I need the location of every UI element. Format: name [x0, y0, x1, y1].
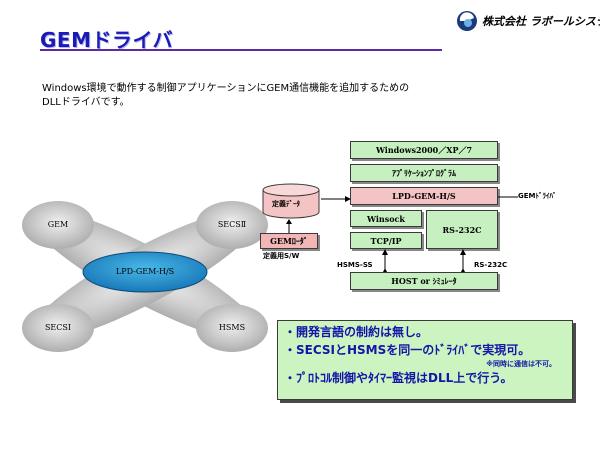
- node-top-right: [196, 201, 268, 249]
- note-line-3: ・ﾌﾟﾛﾄｺﾙ制御やﾀｲﾏｰ監視はDLL上で行う。: [284, 371, 513, 385]
- company-name: 株式会社 ラボールシステム: [482, 15, 600, 28]
- x-diagram-shapes: [22, 201, 268, 352]
- node-top-left: [22, 201, 94, 249]
- winsock-box: Winsock: [350, 210, 422, 227]
- label-secs2: SECSⅡ: [217, 220, 247, 229]
- company-logo-icon: [457, 11, 477, 31]
- note-sub: ※同時に通信は不可。: [486, 360, 556, 368]
- label-center: LPD-GEM-H/S: [115, 267, 175, 276]
- hsms-ss-link-label: HSMS-SS: [337, 261, 373, 269]
- loader-to-data-arrow: [286, 219, 292, 233]
- driver-pointer-line: [498, 196, 518, 198]
- title-underline: [40, 49, 442, 51]
- note-line-1: ・開発言語の制約は無し。: [284, 325, 429, 339]
- description: Windows環境で動作する制御アプリケーションにGEM通信機能を追加するための…: [42, 82, 562, 110]
- gem-driver-box: LPD-GEM-H/S: [350, 187, 498, 205]
- label-secs1: SECSⅠ: [44, 323, 72, 332]
- protocol-x-diagram: GEM SECSⅡ LPD-GEM-H/S SECSⅠ HSMS: [20, 190, 270, 360]
- label-gem: GEM: [47, 220, 69, 229]
- page-title: GEMドライバ: [40, 28, 174, 52]
- rs232c-link-label: RS-232C: [474, 261, 508, 269]
- definition-data-label: 定義ﾃﾞｰﾀ: [272, 200, 300, 208]
- os-box: Windows2000／XP／7: [350, 141, 498, 159]
- tcpip-box: TCP/IP: [350, 232, 422, 249]
- label-hsms: HSMS: [218, 323, 246, 332]
- node-bottom-left: [22, 304, 94, 352]
- node-bottom-right: [196, 304, 268, 352]
- data-to-driver-arrow: [321, 196, 351, 202]
- center-node: [82, 251, 208, 293]
- gem-loader-box: GEMﾛｰﾀﾞ: [260, 233, 318, 249]
- definition-data-cylinder: [262, 183, 320, 219]
- description-line-2: DLLドライバです。: [42, 97, 130, 108]
- gem-driver-note: GEMﾄﾞﾗｲﾊﾞ: [518, 192, 557, 200]
- link-arrows: [382, 249, 466, 274]
- host-simulator-box: HOST or ｼﾐｭﾚｰﾀ: [350, 272, 498, 290]
- company-logo: 株式会社 ラボールシステム: [456, 10, 600, 34]
- note-line-2: ・SECSⅠとHSMSを同一のﾄﾞﾗｲﾊﾞで実現可。: [284, 343, 531, 357]
- description-line-1: Windows環境で動作する制御アプリケーションにGEM通信機能を追加するための: [42, 83, 410, 94]
- rs232c-box: RS-232C: [426, 210, 498, 249]
- application-box: ｱﾌﾟﾘｹｰｼｮﾝﾌﾟﾛｸﾞﾗﾑ: [350, 164, 498, 182]
- features-note: ・開発言語の制約は無し。 ・SECSⅠとHSMSを同一のﾄﾞﾗｲﾊﾞで実現可。 …: [277, 320, 573, 400]
- definition-sw-label: 定義用S/W: [263, 252, 300, 260]
